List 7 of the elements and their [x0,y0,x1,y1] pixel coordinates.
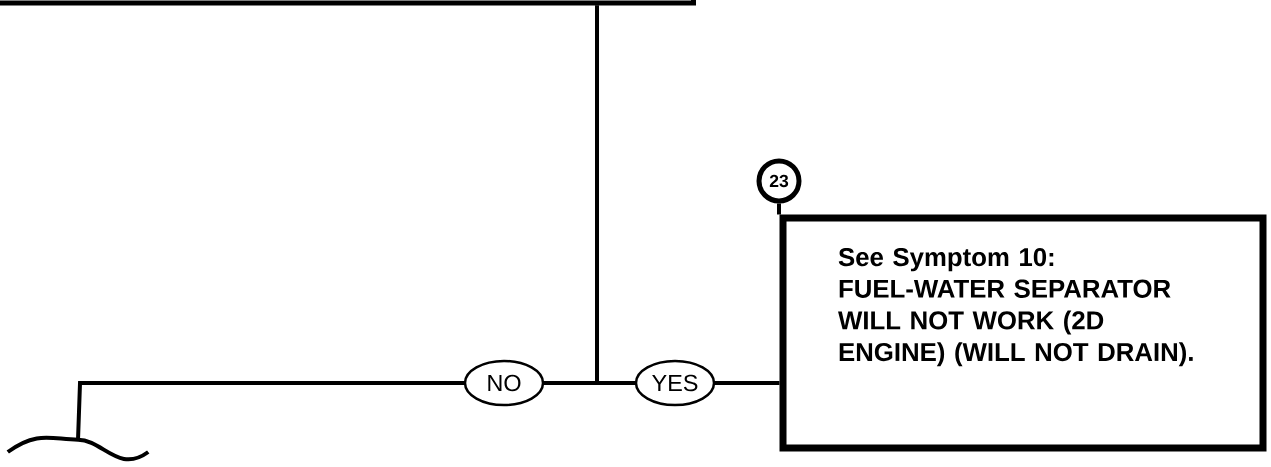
edge-label: NO [463,359,545,407]
callout-number: 23 [756,158,802,204]
connector-line [777,203,781,215]
break-symbol [6,435,150,462]
process-box: See Symptom 10: FUEL-WATER SEPARATOR WILL NOT WORK (2D ENGINE) (WILL NOT DRAIN). [779,214,1267,452]
edge-label: YES [634,359,716,407]
process-box [0,0,696,6]
